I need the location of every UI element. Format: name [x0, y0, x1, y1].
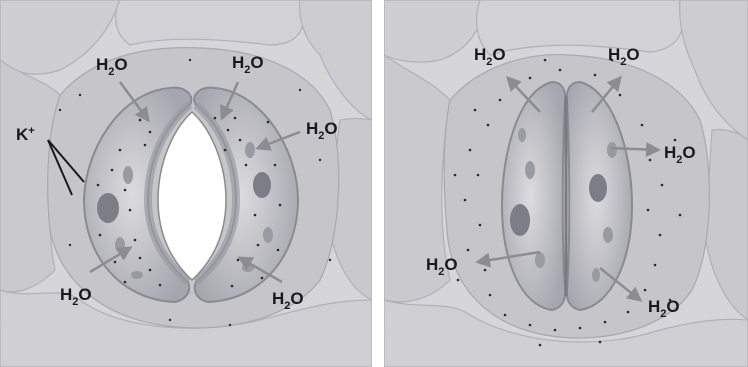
panel-open: K+ H2O H2O H2O H2O H2O — [0, 0, 372, 367]
nucleus — [589, 174, 607, 202]
chloroplast — [603, 227, 613, 243]
panel-divider — [372, 0, 384, 367]
chloroplast — [123, 166, 133, 184]
chloroplast — [535, 252, 545, 268]
chloroplast — [131, 271, 143, 279]
panel-closed: H2O H2O H2O H2O H2O — [384, 0, 748, 367]
nucleus — [97, 193, 119, 223]
chloroplast — [607, 142, 617, 158]
chloroplast — [245, 142, 255, 158]
epidermal-cell — [384, 55, 450, 302]
nucleus — [253, 172, 271, 198]
chloroplast — [592, 268, 600, 282]
chloroplast — [263, 227, 273, 243]
chloroplast — [518, 128, 526, 142]
epidermal-cell — [116, 0, 304, 45]
nucleus — [510, 204, 530, 236]
chloroplast — [525, 161, 535, 179]
